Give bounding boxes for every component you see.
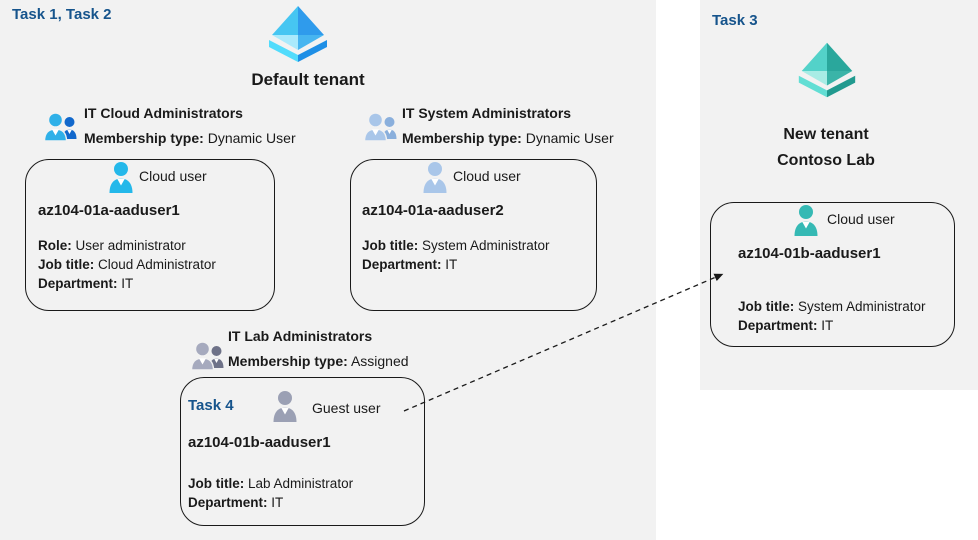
field-department: Department: IT xyxy=(38,276,134,291)
field-job-title: Job title: Cloud Administrator xyxy=(38,257,216,272)
person-cyan-icon xyxy=(108,161,134,193)
user-id: az104-01b-aaduser1 xyxy=(738,245,881,262)
field-department: Department: IT xyxy=(362,257,458,272)
user-id: az104-01b-aaduser1 xyxy=(188,434,331,451)
membership-value: Dynamic User xyxy=(207,130,296,146)
group-people-blue-icon xyxy=(44,111,78,143)
person-steel-icon xyxy=(422,161,448,193)
group-name: IT Cloud Administrators xyxy=(84,105,243,121)
membership-label: Membership type: xyxy=(84,130,204,146)
default-tenant-panel xyxy=(0,0,656,540)
field-job-title: Job title: System Administrator xyxy=(738,299,926,314)
field-department: Department: IT xyxy=(738,318,834,333)
field-job-title: Job title: Lab Administrator xyxy=(188,476,354,491)
task-3-label: Task 3 xyxy=(712,12,758,29)
user-type-label: Cloud user xyxy=(139,168,207,184)
user-fields: Job title: System Administrator Departme… xyxy=(362,236,550,274)
field-department: Department: IT xyxy=(188,495,284,510)
person-teal-icon xyxy=(793,204,819,236)
azure-ad-new-tenant-icon xyxy=(792,40,862,98)
task-1-2-label: Task 1, Task 2 xyxy=(12,6,112,23)
task-4-label: Task 4 xyxy=(188,397,234,414)
field-role: Role: User administrator xyxy=(38,238,186,253)
azure-ad-tenant-icon xyxy=(262,4,334,62)
default-tenant-title: Default tenant xyxy=(251,70,365,89)
new-tenant-title-line2: Contoso Lab xyxy=(777,152,875,169)
group-membership: Membership type: Assigned xyxy=(228,353,409,369)
user-id: az104-01a-aaduser2 xyxy=(362,202,504,219)
guest-user-card xyxy=(180,377,425,526)
group-people-steel-icon xyxy=(364,111,398,143)
user-type-label: Cloud user xyxy=(827,211,895,227)
field-job-title: Job title: System Administrator xyxy=(362,238,550,253)
user-type-label: Cloud user xyxy=(453,168,521,184)
group-name: IT Lab Administrators xyxy=(228,328,373,344)
user-card-aaduser1 xyxy=(25,159,275,311)
membership-value: Dynamic User xyxy=(525,130,614,146)
person-gray-icon xyxy=(272,390,298,422)
new-tenant-title-line1: New tenant xyxy=(783,126,869,143)
user-fields: Job title: System Administrator Departme… xyxy=(738,297,926,335)
group-membership: Membership type: Dynamic User xyxy=(402,130,614,146)
user-fields: Role: User administrator Job title: Clou… xyxy=(38,236,216,293)
user-type-label: Guest user xyxy=(312,400,381,416)
user-fields: Job title: Lab Administrator Department:… xyxy=(188,474,353,512)
new-tenant-user-card xyxy=(710,202,955,347)
membership-value: Assigned xyxy=(350,353,409,369)
user-id: az104-01a-aaduser1 xyxy=(38,202,180,219)
group-people-gray-icon xyxy=(191,340,225,372)
membership-label: Membership type: xyxy=(228,353,348,369)
group-membership: Membership type: Dynamic User xyxy=(84,130,296,146)
group-name: IT System Administrators xyxy=(402,105,572,121)
membership-label: Membership type: xyxy=(402,130,522,146)
